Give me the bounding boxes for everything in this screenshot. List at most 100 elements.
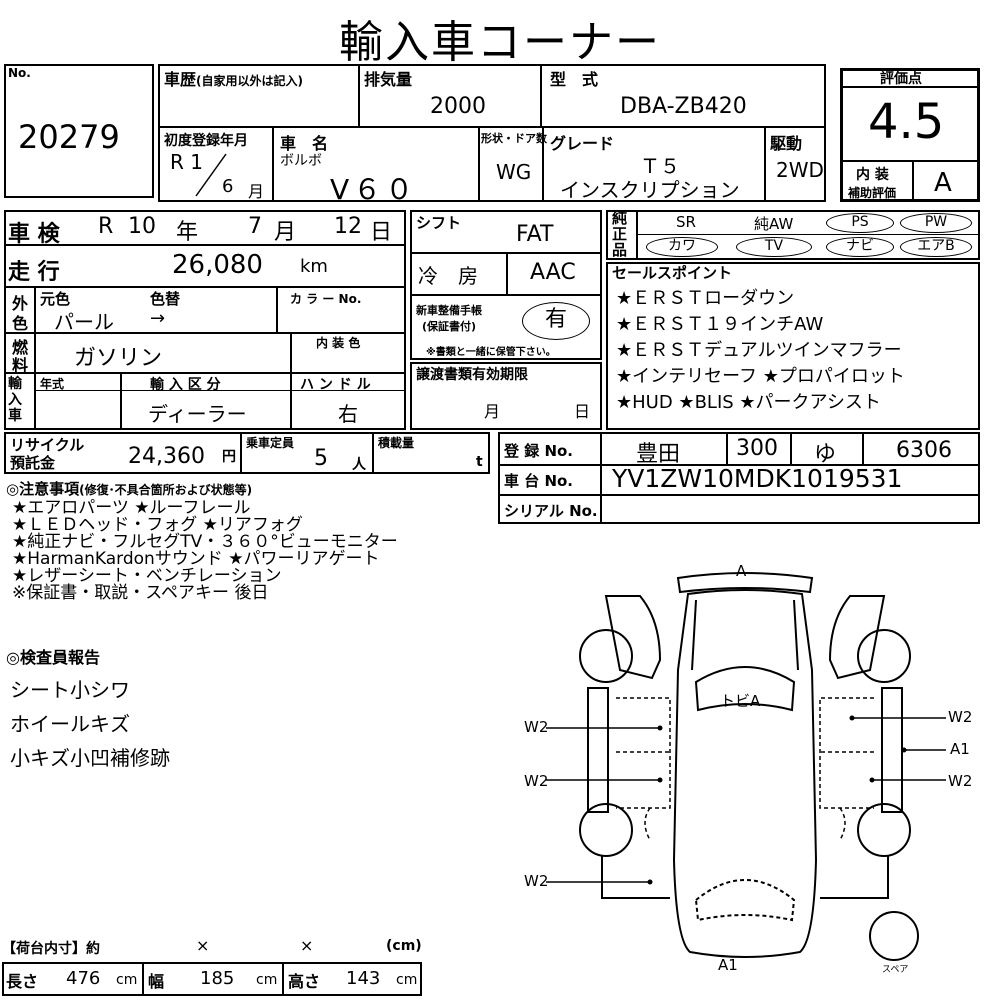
equipment-side-label: 純正品 xyxy=(612,209,628,259)
cargo-height-label: 高さ xyxy=(288,972,321,991)
diagram-label-bottom: A1 xyxy=(718,956,738,974)
serial-label: シリアル No. xyxy=(504,502,598,520)
repaint-label: 色替 xyxy=(150,290,181,308)
registration-grid xyxy=(498,432,980,524)
inspection-year: 10 xyxy=(128,214,156,239)
sales-points-box xyxy=(606,262,980,430)
score-label: 評価点 xyxy=(880,71,922,87)
exterior-side-2: 色 xyxy=(12,314,29,333)
inspector-header: ◎検査員報告 xyxy=(6,648,100,667)
capacity-label: 乗車定員 xyxy=(246,436,295,450)
grade-label: グレード xyxy=(550,134,615,153)
transfer-label: 譲渡書類有効期限 xyxy=(416,367,528,383)
lot-number-value: 20279 xyxy=(18,118,120,156)
first-registration-month-unit: 月 xyxy=(248,182,265,201)
equipment-ps: PS xyxy=(826,213,894,233)
diagram-label-right-2: A1 xyxy=(950,740,970,758)
import-type-label: 輸 入 区 分 xyxy=(150,377,221,393)
note-line-6: ※保証書・取説・スペアキー 後日 xyxy=(12,583,269,603)
cargo-times-2: × xyxy=(300,936,314,955)
car-name-value: V６０ xyxy=(330,173,418,206)
sales-point-2: ★ＥＲＳＴ１９インチAW xyxy=(616,314,824,335)
car-damage-diagram xyxy=(546,572,946,961)
import-side-label: 輸入車 xyxy=(8,376,22,424)
inspection-era: R xyxy=(98,214,114,239)
diagram-label-spare: スペア xyxy=(882,965,909,975)
grade-line1: Ｔ５ xyxy=(640,154,680,178)
handle-label: ハ ン ド ル xyxy=(300,377,371,393)
warranty-label-1: 新車整備手帳 xyxy=(416,304,482,317)
inspection-month: 7 xyxy=(248,214,262,239)
note-line-3: ★純正ナビ・フルセグTV・３６０°ビューモニター xyxy=(12,532,398,552)
car-name-label: 車 名 xyxy=(280,134,329,153)
cargo-length-label: 長さ xyxy=(6,972,39,991)
mileage-unit: km xyxy=(300,256,328,277)
cargo-length-unit: cm xyxy=(116,972,138,988)
drive-value: 2WD xyxy=(776,158,824,182)
diagram-label-left-1: W2 xyxy=(524,718,549,736)
cargo-dimensions-grid xyxy=(2,962,422,996)
mileage-value: 26,080 xyxy=(172,250,263,280)
registration-kana: ゆ xyxy=(814,442,837,467)
cargo-header: 【荷台内寸】約 xyxy=(2,941,100,957)
cargo-width-value: 185 xyxy=(200,968,235,989)
interior-color-label: 内 装 色 xyxy=(316,336,361,350)
diagram-label-right-1: W2 xyxy=(948,708,973,726)
exterior-color-value: パール xyxy=(54,310,114,334)
handle-value: 右 xyxy=(338,402,358,426)
inspection-month-unit: 月 xyxy=(274,220,297,245)
warranty-label-2: (保証書付) xyxy=(422,320,477,333)
displacement-value: 2000 xyxy=(430,94,486,119)
equipment-tv: TV xyxy=(736,237,812,257)
shift-value: FAT xyxy=(516,222,554,247)
color-number-label: カ ラ ー No. xyxy=(290,292,362,306)
sales-point-5: ★HUD ★BLIS ★パークアシスト xyxy=(616,392,881,413)
mileage-label: 走 行 xyxy=(8,260,60,285)
inspector-line-2: ホイールキズ xyxy=(10,712,130,736)
inspection-grid xyxy=(4,210,406,430)
sales-point-4: ★インテリセーフ ★プロパイロット xyxy=(616,366,905,387)
capacity-value: 5 xyxy=(314,446,328,471)
registration-class: 300 xyxy=(736,436,778,461)
equipment-genuine-aw: 純AW xyxy=(754,215,794,233)
inspection-year-unit: 年 xyxy=(176,220,199,245)
ac-label: 冷 房 xyxy=(418,264,478,288)
transfer-day-unit: 日 xyxy=(574,402,591,421)
note-line-1: ★エアロパーツ ★ルーフレール xyxy=(12,498,251,518)
displacement-label: 排気量 xyxy=(364,70,413,89)
inspector-line-3: 小キズ小凹補修跡 xyxy=(10,746,170,770)
inspection-label: 車 検 xyxy=(8,222,60,247)
fuel-side-1: 燃 xyxy=(12,338,29,357)
grade-line2: インスクリプション xyxy=(560,178,740,202)
capacity-unit: 人 xyxy=(352,457,366,473)
shift-grid xyxy=(410,210,602,360)
interior-score-label-1: 内 装 xyxy=(856,167,889,183)
equipment-leather: カワ xyxy=(646,237,718,257)
chassis-value: YV1ZW10MDK1019531 xyxy=(612,464,903,493)
diagram-label-left-3: W2 xyxy=(524,872,549,890)
warranty-value: 有 xyxy=(522,302,590,340)
lot-number-box xyxy=(4,64,154,198)
registration-number: 6306 xyxy=(896,438,952,463)
inspection-day-unit: 日 xyxy=(370,220,393,245)
import-type-value: ディーラー xyxy=(148,402,247,426)
shift-label: シフト xyxy=(416,214,462,232)
exterior-side-1: 外 xyxy=(12,294,29,313)
first-registration-month: 6 xyxy=(222,176,234,197)
model-code-label: 型 式 xyxy=(550,70,599,89)
first-registration-label: 初度登録年月 xyxy=(164,133,248,149)
score-value: 4.5 xyxy=(868,94,945,150)
chassis-label: 車 台 No. xyxy=(504,472,574,490)
registration-area: 豊田 xyxy=(636,442,681,467)
sales-points-label: セールスポイント xyxy=(612,264,733,282)
recycle-label-1: リサイクル xyxy=(10,436,85,454)
repaint-arrow: → xyxy=(150,308,166,329)
transfer-month-unit: 月 xyxy=(484,402,501,421)
interior-score-value: A xyxy=(934,168,952,198)
diagram-label-top: A xyxy=(736,562,747,580)
note-line-4: ★HarmanKardonサウンド ★パワーリアゲート xyxy=(12,549,380,569)
score-box xyxy=(840,68,980,202)
recycle-unit: 円 xyxy=(222,449,236,465)
note-line-5: ★レザーシート・ベンチレーション xyxy=(12,566,282,586)
warranty-note: ※書類と一緒に保管下さい。 xyxy=(426,347,556,358)
